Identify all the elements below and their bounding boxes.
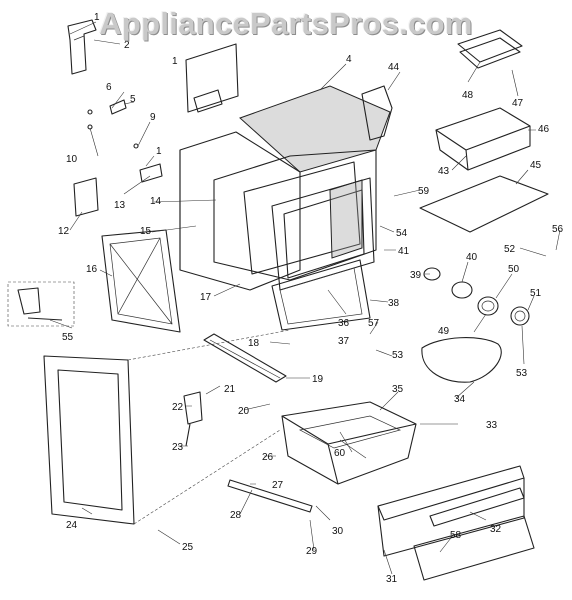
callout-label: 9 [150,112,156,123]
callout-label: 30 [332,526,344,537]
part-gasket [421,337,502,383]
callout-label: 58 [450,530,462,541]
part-drawer-front [377,465,535,581]
part-broil-pan-top [457,29,523,69]
callout-label: 23 [172,442,184,453]
callout-label: 10 [66,154,78,165]
callout-label: 13 [114,200,126,211]
callout-label: 2 [124,40,130,51]
callout-label: 49 [438,326,450,337]
callout-label: 56 [552,224,564,235]
part-oven-rack [419,175,549,233]
callout-labels: 1 2 4 44 48 47 6 5 1 10 9 1 13 12 14 15 … [58,12,564,585]
callout-label: 5 [130,94,136,105]
callout-label: 15 [140,226,152,237]
callout-label: 59 [418,186,430,197]
part-front-frame [101,229,181,333]
callout-label: 33 [486,420,498,431]
callout-label: 39 [410,270,422,281]
callout-label: 20 [238,406,250,417]
callout-label: 38 [388,298,400,309]
callout-label: 53 [516,368,528,379]
callout-label: 27 [272,480,284,491]
part-bracket-2 [67,19,97,75]
part-knobs-rings [423,267,530,326]
callout-label: 14 [150,196,162,207]
callout-label: 35 [392,384,404,395]
callout-label: 46 [538,124,550,135]
callout-label: 50 [508,264,520,275]
callout-label: 1 [172,56,178,67]
callout-label: 41 [398,246,410,257]
callout-label: 21 [224,384,236,395]
part-broil-grid [435,107,531,171]
part-vent-strip [203,333,287,383]
callout-label: 12 [58,226,70,237]
leader-lines [49,21,561,575]
part-storage-drawer [281,401,417,485]
callout-label: 25 [182,542,194,553]
part-inset-box [7,281,75,327]
callout-label: 40 [466,252,478,263]
part-oven-door [43,329,291,525]
callout-label: 29 [306,546,318,557]
watermark: AppliancePartsPros.com [99,6,473,41]
callout-label: 16 [86,264,98,275]
callout-label: 31 [386,574,398,585]
callout-label: 43 [438,166,450,177]
part-panel-upper [185,43,239,113]
callout-label: 19 [312,374,324,385]
callout-label: 1 [94,12,100,23]
callout-label: 37 [338,336,350,347]
callout-label: 1 [156,146,162,157]
callout-label: 55 [62,332,74,343]
callout-label: 44 [388,62,400,73]
callout-label: 53 [392,350,404,361]
callout-label: 52 [504,244,516,255]
part-oven-body [179,85,393,291]
callout-label: 17 [200,292,212,303]
callout-label: 24 [66,520,78,531]
callout-label: 57 [368,318,380,329]
part-hinge [183,391,203,447]
part-small-hardware [73,99,163,217]
part-door-liner [271,259,371,331]
callout-label: 34 [454,394,466,405]
callout-label: 28 [230,510,242,521]
callout-label: 48 [462,90,474,101]
callout-label: 36 [338,318,350,329]
callout-label: 18 [248,338,260,349]
part-drawer-slides [227,479,313,513]
callout-label: 22 [172,402,184,413]
callout-label: 45 [530,160,542,171]
callout-label: 32 [490,524,502,535]
callout-label: 60 [334,448,346,459]
callout-label: 47 [512,98,524,109]
callout-label: 54 [396,228,408,239]
callout-label: 4 [346,54,352,65]
callout-label: 26 [262,452,274,463]
callout-label: 6 [106,82,112,93]
callout-label: 51 [530,288,542,299]
